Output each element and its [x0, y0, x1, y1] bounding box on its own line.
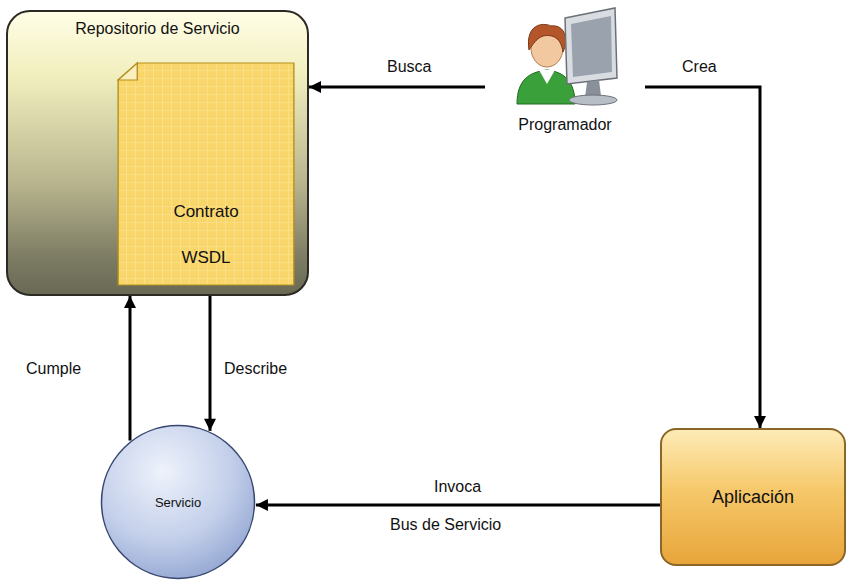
- edge-label: Busca: [385, 58, 433, 76]
- edge-label: Crea: [680, 58, 719, 76]
- connector-arrow: [209, 296, 212, 431]
- connector-arrow: [129, 296, 132, 441]
- connector-arrow: [309, 86, 485, 89]
- edge-label: Cumple: [24, 360, 83, 378]
- node-title: Repositorio de Servicio: [8, 20, 307, 38]
- contract-document: ContratoWSDL: [117, 62, 295, 286]
- application-box: Aplicación: [660, 428, 846, 566]
- node-title: Aplicación: [712, 487, 794, 508]
- edge-label: Invoca: [432, 478, 483, 496]
- node-title: Servicio: [155, 495, 201, 510]
- connector-arrow: [645, 87, 760, 428]
- edge-label: Describe: [222, 360, 289, 378]
- node-title: Contrato: [117, 202, 295, 222]
- node-subtitle: WSDL: [117, 248, 295, 268]
- connector-arrow: [256, 504, 660, 507]
- node-title: Programador: [485, 116, 645, 134]
- bus-label: Bus de Servicio: [388, 516, 503, 534]
- service-circle: Servicio: [100, 424, 256, 580]
- repository-box: Repositorio de ServicioContratoWSDL: [6, 10, 309, 296]
- programmer-actor: Programador: [485, 0, 645, 140]
